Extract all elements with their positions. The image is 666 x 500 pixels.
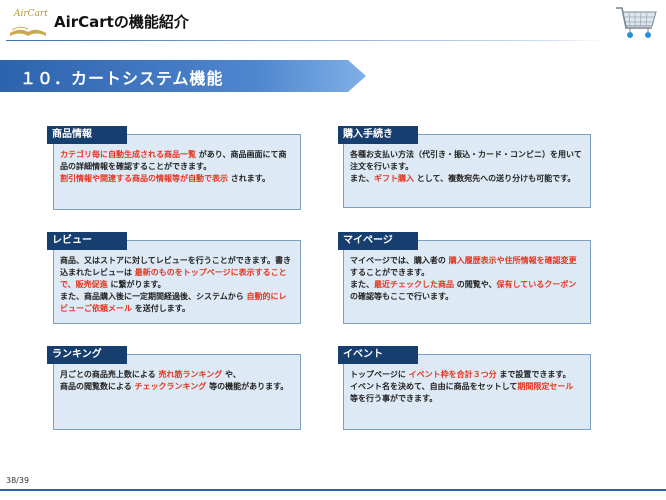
tag-review: レビュー xyxy=(47,232,127,250)
event-text-4: 等を行う事ができます。 xyxy=(350,394,438,403)
mypage-text-3: また、 xyxy=(350,280,374,289)
tag-event: イベント xyxy=(338,346,418,364)
mypage-text-4: の閲覧や、 xyxy=(454,280,497,289)
ranking-text-2: や、 xyxy=(222,370,241,379)
product-info-text-2: されます。 xyxy=(228,174,270,183)
card-purchase: 各種お支払い方法（代引き・振込・カード・コンビニ）を用いて注文を行います。 また… xyxy=(343,134,591,208)
card-product-info: カテゴリ毎に自動生成される商品一覧 があり、商品画面にて商品の詳細情報を確認する… xyxy=(53,134,301,210)
review-text-4: を送付します。 xyxy=(132,304,190,313)
purchase-text-3: として、複数宛先への送り分けも可能です。 xyxy=(414,174,576,183)
footer-divider xyxy=(0,489,666,491)
banner-title: １０．カートシステム機能 xyxy=(20,69,224,88)
card-ranking: 月ごとの商品売上数による 売れ筋ランキング や、 商品の閲覧数による チェックラ… xyxy=(53,354,301,430)
mypage-hl-3: 保有しているクーポン xyxy=(496,280,577,289)
review-text-2: に繋がります。 xyxy=(107,280,166,289)
purchase-hl-1: ギフト購入 xyxy=(374,174,414,183)
aircart-logo: AirCart xyxy=(8,6,48,40)
ranking-text-4: 等の機能があります。 xyxy=(206,382,289,391)
ranking-hl-1: 売れ筋ランキング xyxy=(158,370,223,379)
logo-text: AirCart xyxy=(14,9,48,19)
event-text-2: まで設置できます。 xyxy=(496,370,571,379)
mypage-text-2: することができます。 xyxy=(350,268,430,277)
product-info-hl-2: 割引情報や関連する商品の情報等が自動で表示 xyxy=(60,174,228,183)
mypage-hl-2: 最近チェックした商品 xyxy=(374,280,454,289)
ranking-hl-2: チェックランキング xyxy=(134,382,207,391)
review-hl-1: 最新のものをトップページに表示することで、販売促進 xyxy=(60,268,287,289)
event-text-1: トップページに xyxy=(350,370,409,379)
header: AirCart AirCartの機能紹介 xyxy=(0,0,666,46)
tag-product-info: 商品情報 xyxy=(47,126,127,144)
tag-purchase: 購入手続き xyxy=(338,126,418,144)
event-hl-1: イベント枠を合計３つ分 xyxy=(408,370,497,379)
ranking-text-3: 商品の閲覧数による xyxy=(60,382,135,391)
tag-mypage: マイページ xyxy=(338,232,418,250)
card-review: 商品、又はストアに対してレビューを行うことができます。書き込まれたレビューは 最… xyxy=(53,240,301,324)
mypage-hl-1: 購入履歴表示や住所情報を確認変更 xyxy=(448,256,577,265)
product-info-text-1: があり、商品画面にて商品の詳細情報を確認することができます。 xyxy=(60,150,287,171)
page-number: 38/39 xyxy=(6,476,30,485)
review-hl-2: 自動的にレビューご依頼メール xyxy=(60,292,287,313)
ranking-text-1: 月ごとの商品売上数による xyxy=(60,370,159,379)
review-text-3: また、商品購入後に一定期間経過後、システムから xyxy=(60,292,247,301)
shopping-cart-icon xyxy=(614,2,660,44)
page-title: AirCartの機能紹介 xyxy=(54,13,189,31)
header-divider xyxy=(6,40,606,41)
event-text-3: イベント名を決めて、自由に商品をセットして xyxy=(350,382,518,391)
purchase-text-2: また、 xyxy=(350,174,374,183)
tag-ranking: ランキング xyxy=(47,346,127,364)
card-mypage: マイページでは、購入者の 購入履歴表示や住所情報を確認変更 することができます。… xyxy=(343,240,591,324)
review-text-1: 商品、又はストアに対してレビューを行うことができます。書き込まれたレビューは xyxy=(60,256,291,277)
mypage-text-5: の確認等もここで行います。 xyxy=(350,292,454,301)
mypage-text-1: マイページでは、購入者の xyxy=(350,256,449,265)
event-hl-2: 期間限定セール xyxy=(517,382,574,391)
card-event: トップページに イベント枠を合計３つ分 まで設置できます。 イベント名を決めて、… xyxy=(343,354,591,430)
product-info-hl-1: カテゴリ毎に自動生成される商品一覧 xyxy=(60,150,196,159)
section-banner: １０．カートシステム機能 xyxy=(0,60,366,92)
purchase-text-1: 各種お支払い方法（代引き・振込・カード・コンビニ）を用いて注文を行います。 xyxy=(350,150,582,171)
